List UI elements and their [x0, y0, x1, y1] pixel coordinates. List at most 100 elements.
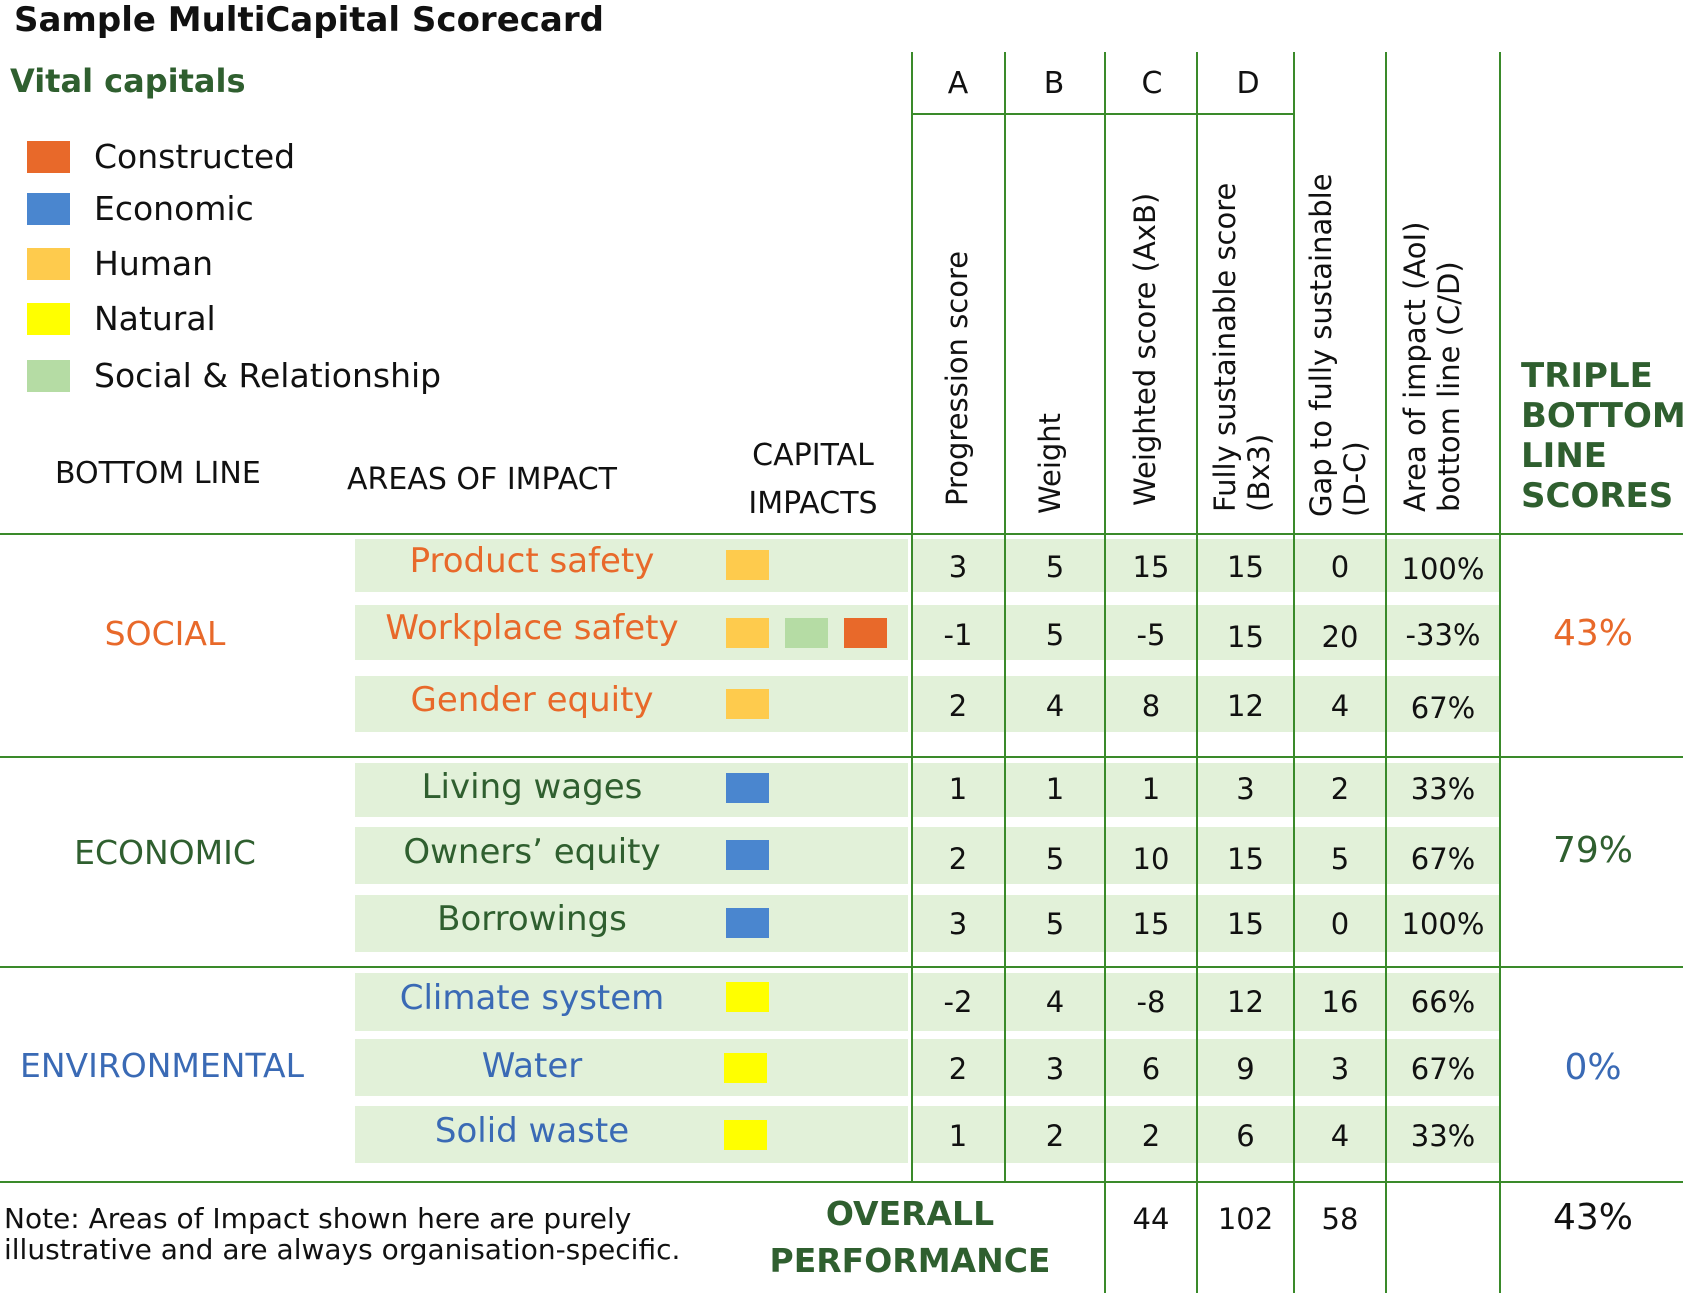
cell-gap: 4: [1330, 1119, 1350, 1153]
row-band: [355, 973, 908, 1031]
legend-label: Natural: [94, 299, 216, 338]
tbl-score-environmental: 0%: [1564, 1047, 1622, 1088]
cell-gap: 5: [1330, 842, 1350, 876]
rule-vertical: [1499, 52, 1501, 1293]
cell-aoi: 67%: [1410, 842, 1476, 876]
cell-aoi: -33%: [1405, 618, 1481, 652]
cell-fully-sustainable: 3: [1236, 772, 1255, 806]
bottom-line-economic: ECONOMIC: [74, 833, 256, 872]
header-aoi: Area of impact (AoI) bottom line (C/D): [1398, 220, 1468, 512]
row-band: [913, 605, 1500, 660]
human-swatch: [27, 248, 70, 280]
col-letter-a: A: [947, 66, 969, 101]
row-band: [355, 539, 908, 592]
header-fully-sustainable-line2: (Bx3): [1242, 433, 1276, 512]
cell-gap: 20: [1321, 620, 1359, 654]
row-band: [913, 676, 1500, 732]
header-capital-impacts-line1: CAPITAL: [752, 438, 874, 473]
cell-aoi: 66%: [1410, 985, 1476, 1019]
rule-vertical: [1293, 52, 1295, 1293]
cell-weighted: 6: [1141, 1052, 1161, 1086]
cell-gap: 3: [1330, 1052, 1350, 1086]
header-bottom-line: BOTTOM LINE: [55, 456, 261, 491]
cell-weighted: 15: [1132, 907, 1170, 941]
header-tbl-line3: LINE: [1521, 436, 1607, 476]
cell-weight: 5: [1045, 907, 1065, 941]
row-band: [355, 895, 908, 952]
capital-constructed-swatch: [844, 618, 887, 648]
overall-fully-sustainable: 102: [1217, 1202, 1274, 1236]
col-letter-d: D: [1236, 66, 1260, 101]
header-fully-sustainable-line1: Fully sustainable score: [1208, 182, 1242, 512]
cell-weight: 4: [1045, 689, 1065, 723]
legend-label: Constructed: [94, 137, 296, 176]
row-band: [913, 539, 1500, 592]
cell-weighted: 2: [1141, 1119, 1161, 1153]
area-borrowings: Borrowings: [437, 899, 627, 939]
cell-weight: 1: [1045, 772, 1065, 806]
cell-fully-sustainable: 12: [1227, 985, 1264, 1019]
overall-weighted: 44: [1132, 1202, 1170, 1236]
page-title: Sample MultiCapital Scorecard: [14, 0, 604, 40]
row-band: [355, 763, 908, 817]
area-product-safety: Product safety: [409, 541, 655, 581]
header-weighted-score: Weighted score (AxB): [1128, 192, 1162, 506]
cell-aoi: 100%: [1401, 907, 1485, 941]
cell-gap: 16: [1321, 985, 1359, 1019]
footnote: Note: Areas of Impact shown here are pur…: [4, 1202, 681, 1266]
legend-title: Vital capitals: [10, 62, 246, 100]
cell-weighted: 1: [1141, 772, 1161, 806]
cell-progression: 1: [948, 772, 968, 806]
rule-horizontal: [0, 756, 1683, 758]
cell-aoi: 67%: [1410, 1052, 1476, 1086]
rule-horizontal: [912, 113, 1294, 115]
cell-weighted: -8: [1136, 985, 1166, 1019]
capital-economic-swatch: [726, 773, 769, 803]
cell-progression: 3: [948, 550, 968, 584]
cell-fully-sustainable: 6: [1236, 1119, 1255, 1153]
header-tbl-line2: BOTTOM: [1521, 396, 1683, 436]
header-aoi-line1: Area of impact (AoI): [1398, 221, 1432, 512]
cell-gap: 0: [1330, 550, 1350, 584]
header-aoi-line2: bottom line (C/D): [1432, 261, 1466, 512]
header-gap-line1: Gap to fully sustainable: [1304, 173, 1338, 517]
cell-progression: 2: [948, 1052, 968, 1086]
row-band: [355, 1039, 908, 1096]
cell-fully-sustainable: 9: [1236, 1052, 1255, 1086]
area-water: Water: [481, 1046, 583, 1086]
row-band: [913, 973, 1500, 1031]
cell-weighted: 8: [1141, 689, 1161, 723]
cell-aoi: 100%: [1401, 552, 1485, 586]
header-progression-score: Progression score: [940, 250, 974, 506]
tbl-score-social: 43%: [1552, 613, 1633, 654]
rule-vertical: [1104, 52, 1106, 1293]
cell-fully-sustainable: 15: [1227, 550, 1264, 584]
col-letter-b: B: [1043, 66, 1065, 101]
capital-social-relationship-swatch: [785, 618, 828, 648]
rule-vertical: [1004, 52, 1006, 1182]
cell-weighted: 15: [1132, 550, 1170, 584]
overall-gap: 58: [1321, 1202, 1359, 1236]
row-band: [355, 676, 908, 732]
cell-fully-sustainable: 15: [1227, 620, 1264, 654]
area-living-wages: Living wages: [421, 767, 643, 807]
tbl-score-economic: 79%: [1552, 830, 1633, 871]
cell-weight: 3: [1045, 1052, 1065, 1086]
area-workplace-safety: Workplace safety: [385, 608, 679, 648]
capital-economic-swatch: [726, 840, 769, 870]
rule-vertical: [911, 52, 913, 1182]
header-weight: Weight: [1033, 412, 1067, 514]
capital-natural-swatch: [724, 1120, 767, 1150]
cell-progression: 1: [948, 1119, 968, 1153]
area-solid-waste: Solid waste: [434, 1111, 630, 1151]
cell-fully-sustainable: 15: [1227, 842, 1264, 876]
bottom-line-social: SOCIAL: [104, 614, 226, 653]
overall-label-line1: OVERALL: [825, 1194, 995, 1233]
col-letter-c: C: [1141, 66, 1163, 101]
cell-gap: 4: [1330, 689, 1350, 723]
capital-human-swatch: [726, 618, 769, 648]
legend-label: Economic: [94, 189, 254, 228]
cell-aoi: 67%: [1410, 691, 1476, 725]
header-tbl-line4: SCORES: [1521, 476, 1674, 516]
overall-performance-label: OVERALL PERFORMANCE: [760, 1190, 1060, 1284]
